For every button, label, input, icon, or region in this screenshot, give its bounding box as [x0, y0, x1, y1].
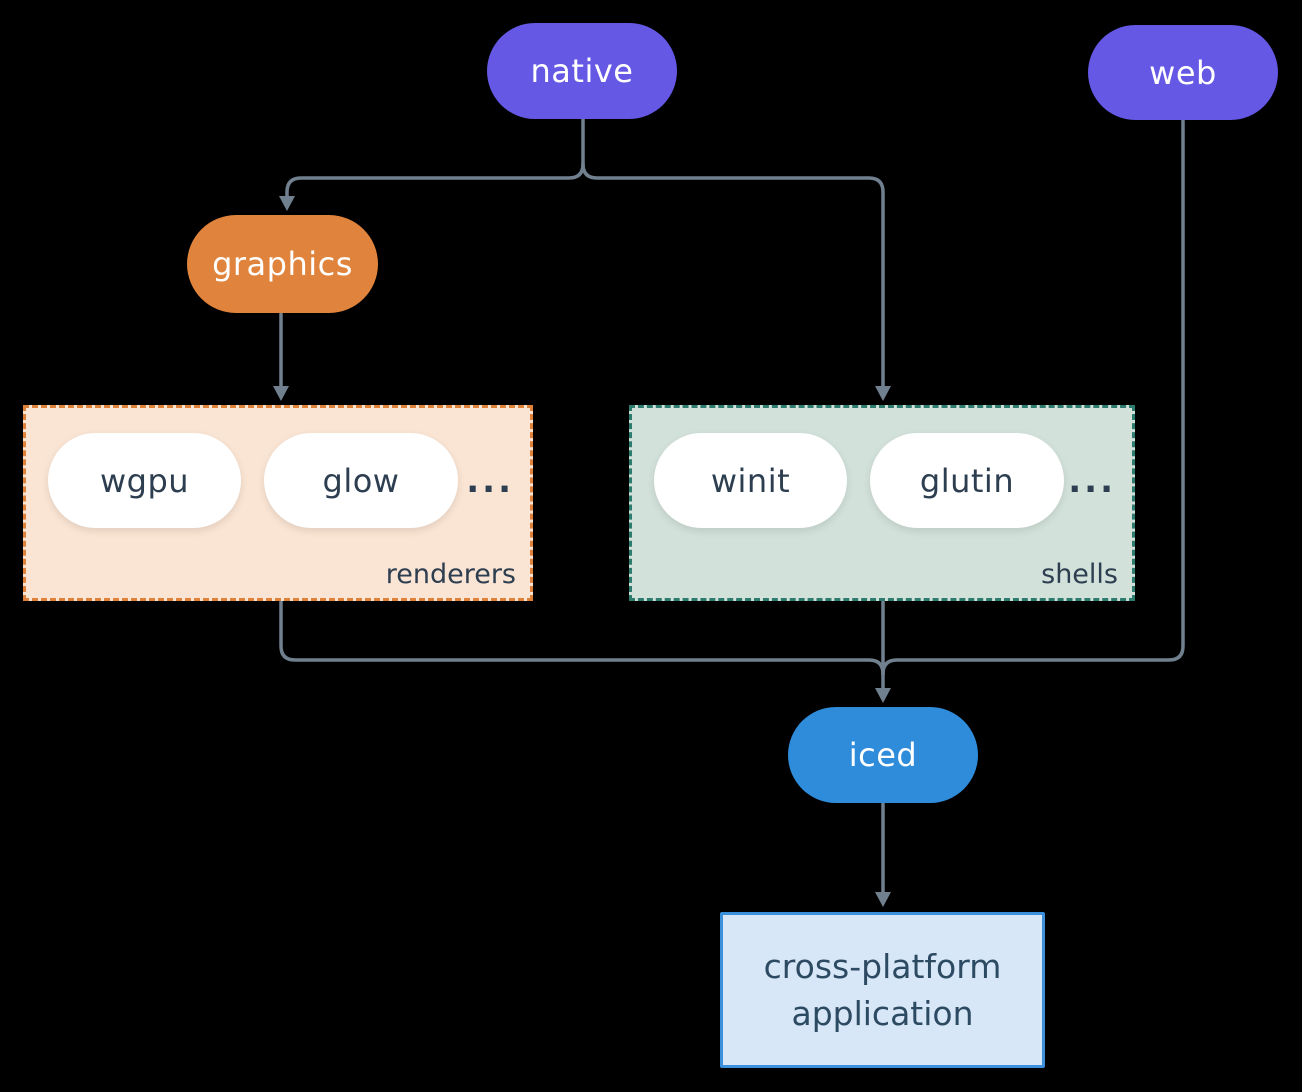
shells-group-label: shells [1041, 559, 1118, 590]
arrowhead-graphics [279, 196, 295, 211]
edge-native-to-shells [581, 117, 885, 388]
group-renderers: wgpu glow ... renderers [23, 405, 533, 601]
arrowhead-iced [875, 688, 891, 703]
node-iced: iced [788, 707, 978, 803]
renderers-ellipsis: ... [466, 460, 514, 501]
group-shells: winit glutin ... shells [629, 405, 1135, 601]
node-wgpu: wgpu [48, 433, 241, 528]
node-cross-platform-application: cross-platform application [720, 912, 1045, 1068]
node-web: web [1088, 25, 1278, 120]
node-iced-label: iced [848, 736, 918, 774]
edge-native-to-graphics [285, 162, 585, 198]
node-graphics-label: graphics [212, 245, 353, 283]
edge-renderers-to-merge [279, 600, 885, 676]
node-web-label: web [1149, 53, 1217, 92]
node-glow-label: glow [322, 461, 400, 500]
arrowhead-shells [875, 386, 891, 401]
renderers-group-label: renderers [385, 559, 516, 590]
node-winit: winit [654, 433, 847, 528]
node-graphics: graphics [187, 215, 378, 313]
shells-ellipsis: ... [1068, 460, 1116, 501]
node-wgpu-label: wgpu [99, 461, 190, 500]
node-glow: glow [264, 433, 458, 528]
node-glutin-label: glutin [919, 461, 1015, 500]
application-label-line1: cross-platform [763, 947, 1002, 986]
node-winit-label: winit [710, 461, 791, 500]
application-label-line2: application [791, 994, 974, 1033]
arrowhead-application [875, 892, 891, 907]
node-glutin: glutin [870, 433, 1064, 528]
node-native: native [487, 23, 677, 119]
node-native-label: native [530, 52, 634, 90]
arrowhead-renderers [273, 386, 289, 401]
